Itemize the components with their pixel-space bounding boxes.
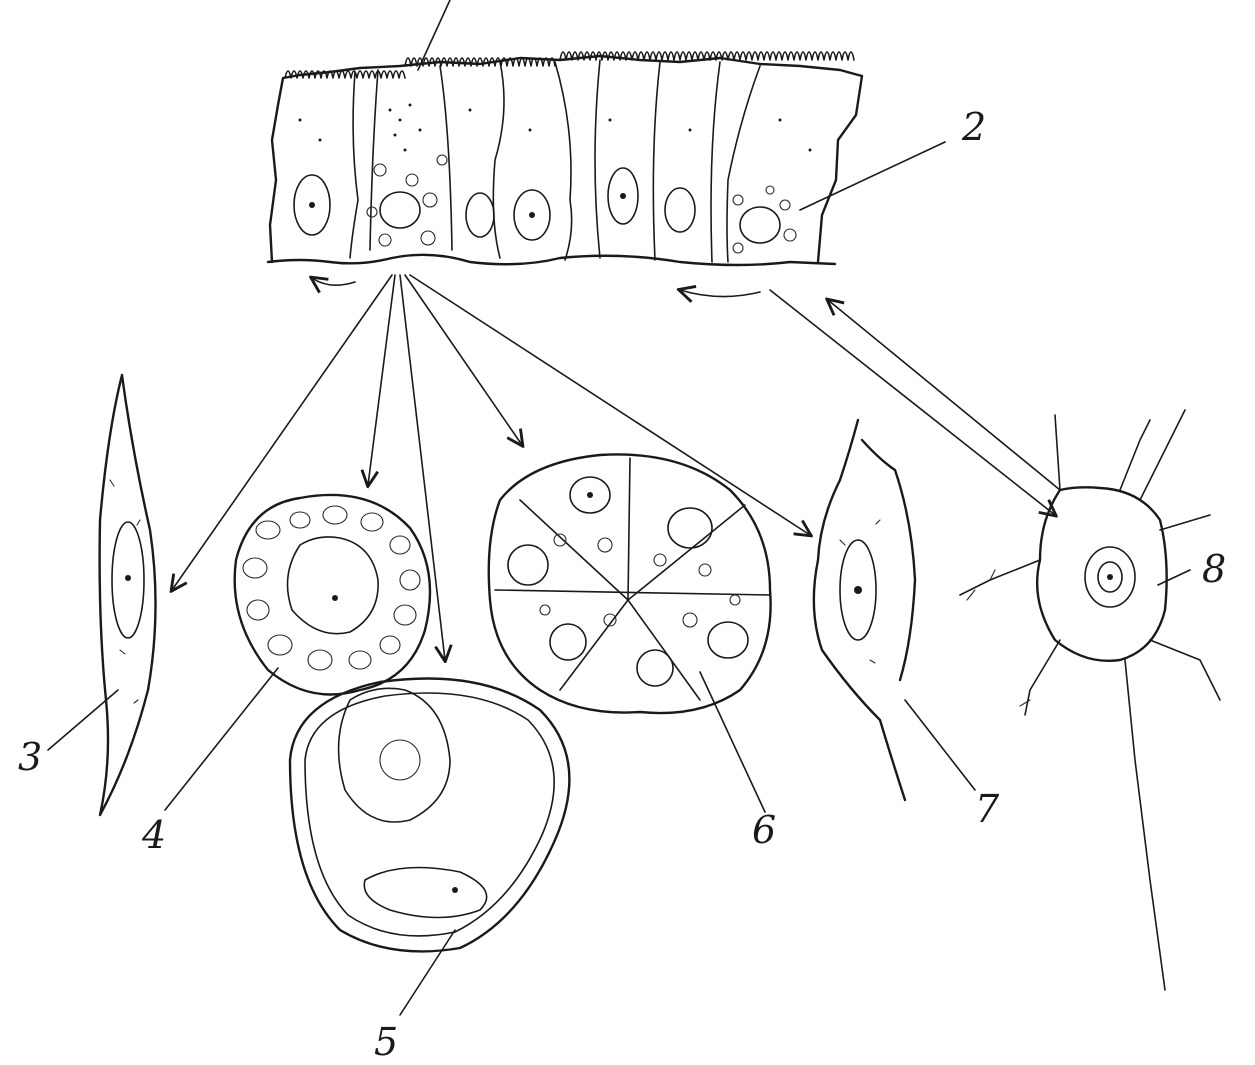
epithelial-layer [268, 0, 862, 297]
label-6: 6 [752, 808, 776, 852]
cell-4-vacuolated [235, 495, 430, 695]
label-4: 4 [141, 813, 166, 857]
label-3: 3 [18, 735, 42, 779]
label-2: 2 [961, 105, 986, 149]
cell-3-spindle [100, 375, 156, 815]
label-5: 5 [374, 1020, 398, 1064]
cell-7-irregular [814, 420, 915, 800]
cell-5-oval [290, 679, 569, 952]
cell-6-cluster [489, 454, 771, 713]
label-7: 7 [975, 787, 1000, 831]
differentiation-arrows [172, 275, 1060, 660]
leader-lines [48, 142, 1190, 1015]
cell-8-stellate [960, 410, 1220, 990]
label-8: 8 [1202, 547, 1226, 591]
